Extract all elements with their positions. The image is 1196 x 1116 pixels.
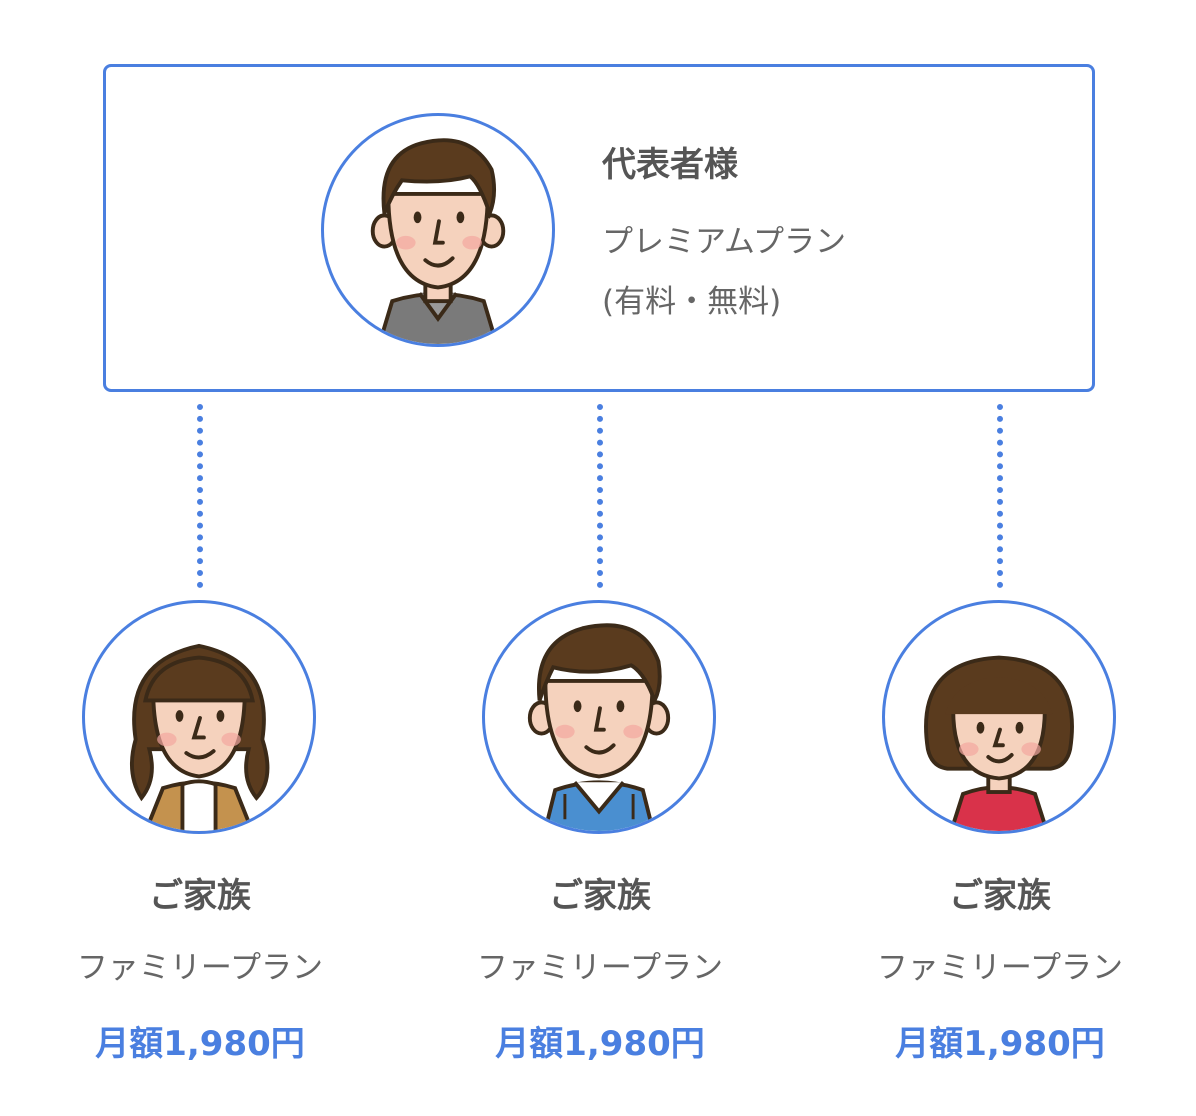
connector-line-center (597, 404, 603, 588)
family-member-card: ご家族 ファミリープラン 月額1,980円 (35, 600, 365, 1080)
family-member-label: ご家族 (549, 876, 651, 916)
connector-line-left (197, 404, 203, 588)
family-member-plan: ファミリープラン (876, 950, 1124, 986)
family-member-avatar (82, 600, 316, 834)
representative-title: 代表者様 (602, 145, 738, 185)
representative-text: 代表者様 プレミアムプラン (有料・無料) (602, 137, 846, 332)
family-member-price: 月額1,980円 (895, 1024, 1105, 1064)
family-member-avatar (882, 600, 1116, 834)
family-member-label: ご家族 (949, 876, 1051, 916)
family-member-card: ご家族 ファミリープラン 月額1,980円 (435, 600, 765, 1080)
family-member-plan: ファミリープラン (76, 950, 324, 986)
connector-line-right (997, 404, 1003, 588)
girl-avatar-icon (924, 655, 1074, 831)
family-member-plan: ファミリープラン (476, 950, 724, 986)
boy-avatar-icon (527, 623, 671, 831)
family-member-price: 月額1,980円 (495, 1024, 705, 1064)
woman-avatar-icon (129, 643, 270, 831)
family-member-label: ご家族 (149, 876, 251, 916)
representative-plan-note: (有料・無料) (602, 284, 782, 320)
representative-plan: プレミアムプラン (602, 224, 846, 260)
family-member-price: 月額1,980円 (95, 1024, 305, 1064)
family-member-card: ご家族 ファミリープラン 月額1,980円 (835, 600, 1165, 1080)
man-avatar-icon (370, 138, 506, 344)
family-member-avatar (482, 600, 716, 834)
representative-card: 代表者様 プレミアムプラン (有料・無料) (103, 64, 1095, 392)
representative-avatar (321, 113, 555, 347)
